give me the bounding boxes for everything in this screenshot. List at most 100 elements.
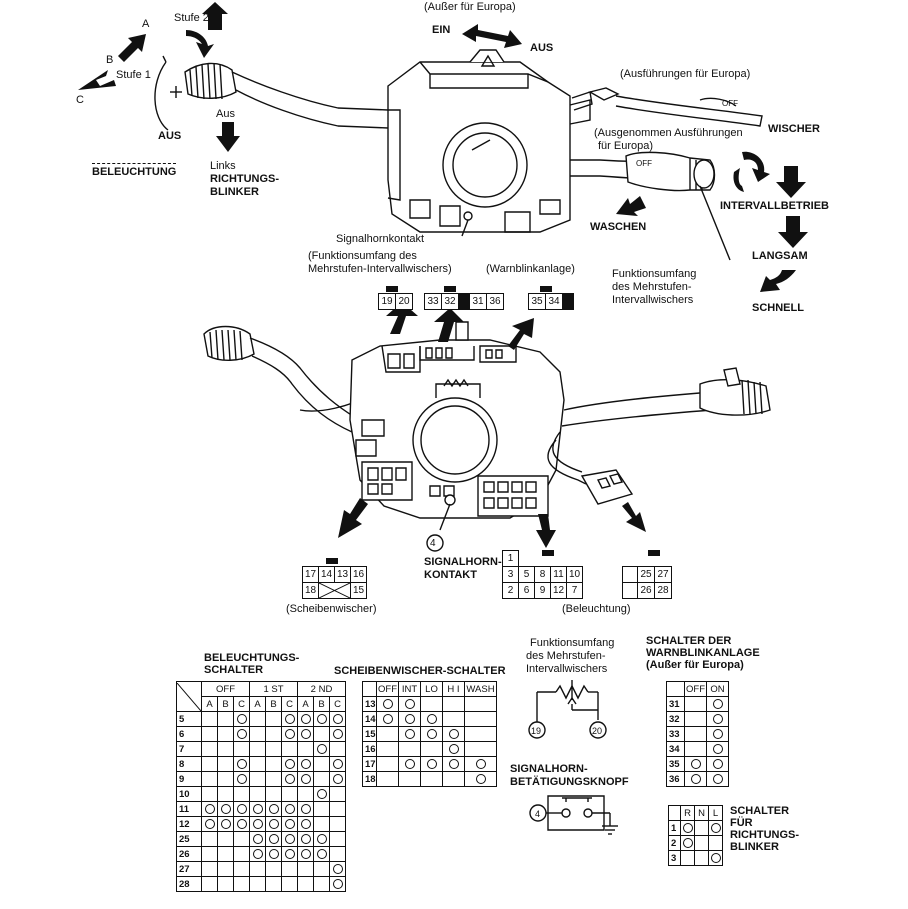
signalhorn-schematic (529, 795, 618, 835)
connector-pin: 25 (637, 566, 655, 583)
connector-pin: 14 (318, 566, 335, 583)
continuity-dot (300, 773, 311, 784)
table-cell (398, 696, 421, 712)
table-cell (706, 696, 729, 712)
connector-pin: 20 (395, 293, 413, 310)
table-cell (694, 850, 709, 866)
table-cell (464, 696, 497, 712)
continuity-dot (332, 758, 343, 769)
continuity-dot (236, 818, 247, 829)
connector-arrows (338, 302, 646, 548)
table-cell (329, 876, 346, 892)
label-langsam: LANGSAM (752, 250, 808, 262)
table-cell: 12 (176, 816, 202, 832)
continuity-dot (332, 728, 343, 739)
table-cell: 26 (176, 846, 202, 862)
connector-pin: 36 (486, 293, 504, 310)
continuity-dot (316, 788, 327, 799)
connector-key-tab (386, 286, 398, 292)
continuity-dot (448, 743, 459, 754)
table-cell (265, 771, 282, 787)
table-cell (201, 876, 218, 892)
label-beleuchtung-conn: (Beleuchtung) (562, 603, 631, 615)
table-cell (684, 726, 707, 742)
table-cell (249, 831, 266, 847)
connector-key-tab (648, 550, 660, 556)
label-schnell: SCHNELL (752, 302, 804, 314)
continuity-dot (332, 713, 343, 724)
label-funktion-3: Intervallwischers (612, 294, 694, 306)
continuity-dot (712, 713, 723, 724)
label-stufe-1: Stufe 1 (116, 69, 151, 81)
continuity-dot (236, 803, 247, 814)
connector-pin (622, 566, 638, 583)
table-cell (313, 846, 330, 862)
connector-pin: 35 (528, 293, 546, 310)
table-cell (313, 756, 330, 772)
table-cell (684, 696, 707, 712)
table-cell (398, 726, 421, 742)
table-cell: A (249, 696, 266, 712)
mehrstufen-pin-19: 19 (531, 726, 542, 736)
label-ausser-europa: (Außer für Europa) (424, 1, 516, 13)
table-cell (680, 835, 695, 851)
diagonal-mark (177, 682, 201, 711)
label-aus-small: Aus (216, 108, 235, 120)
corner-cell (668, 805, 681, 821)
table-cell (201, 771, 218, 787)
table-cell: 32 (666, 711, 685, 727)
table-cell (201, 786, 218, 802)
table-cell (201, 756, 218, 772)
table-cell: 5 (176, 711, 202, 727)
continuity-dot (236, 713, 247, 724)
table-cell: B (313, 696, 330, 712)
table-cell (217, 816, 234, 832)
connector-pin: 11 (550, 566, 567, 583)
table-cell (706, 771, 729, 787)
warnblink-table-title: SCHALTER DER WARNBLINKANLAGE (Außer für … (646, 635, 760, 671)
table-cell (265, 801, 282, 817)
table-cell (265, 756, 282, 772)
table-cell (233, 801, 250, 817)
continuity-dot (404, 713, 415, 724)
table-cell (313, 876, 330, 892)
table-cell (464, 726, 497, 742)
table-cell (297, 801, 314, 817)
label-ausgenommen-2: für Europa) (598, 140, 654, 152)
table-cell (233, 786, 250, 802)
continuity-dot (404, 728, 415, 739)
connector-pin: 2 (502, 582, 519, 599)
continuity-dot (252, 848, 263, 859)
label-links: Links (210, 160, 236, 172)
label-blinker: BLINKER (210, 186, 259, 198)
table-cell (329, 726, 346, 742)
continuity-dot (252, 833, 263, 844)
connector-pin: 6 (518, 582, 535, 599)
continuity-dot (712, 728, 723, 739)
table-cell (249, 756, 266, 772)
label-warnblink: (Warnblinkanlage) (486, 263, 575, 275)
connector-key-tab (326, 558, 338, 564)
table-cell (201, 726, 218, 742)
label-off-stalk: OFF (636, 159, 652, 168)
table-cell (233, 726, 250, 742)
table-cell (281, 801, 298, 817)
table-cell (420, 771, 443, 787)
continuity-dot (316, 833, 327, 844)
table-cell (297, 876, 314, 892)
table-cell (464, 771, 497, 787)
table-cell (233, 846, 250, 862)
table-cell (249, 726, 266, 742)
table-cell (265, 726, 282, 742)
continuity-dot (404, 758, 415, 769)
table-cell (329, 846, 346, 862)
table-cell: 27 (176, 861, 202, 877)
table-cell (297, 846, 314, 862)
table-cell (265, 831, 282, 847)
table-cell (329, 756, 346, 772)
connector-key-tab (444, 286, 456, 292)
connector-pin (622, 582, 638, 599)
label-signalhornkontakt: Signalhornkontakt (336, 233, 425, 245)
continuity-dot (710, 852, 721, 863)
continuity-dot (284, 728, 295, 739)
